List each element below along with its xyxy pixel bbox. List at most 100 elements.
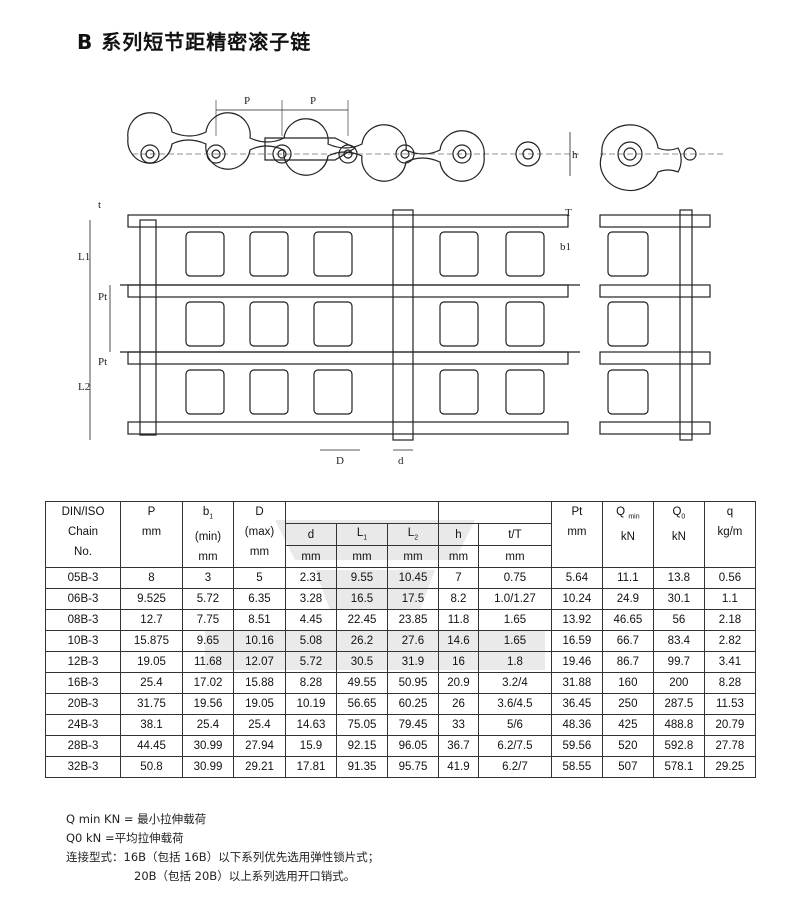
table-cell: 27.94 — [232, 735, 287, 758]
table-cell: 27.6 — [386, 630, 439, 653]
table-cell: 10.19 — [285, 693, 337, 716]
table-cell: 9.65 — [181, 630, 234, 653]
note-qmin: Q min KN = 最小拉伸载荷 — [66, 812, 207, 826]
table-cell: 91.35 — [335, 756, 388, 779]
table-cell: 31.88 — [550, 672, 603, 695]
header-b1: b1 (min)mm — [181, 500, 234, 569]
table-cell: 1.8 — [478, 651, 552, 674]
label-p2: P — [310, 95, 316, 107]
table-cell: 1.0/1.27 — [478, 588, 552, 611]
table-cell: 38.1 — [120, 714, 183, 737]
table-cell: 1.65 — [478, 609, 552, 632]
table-cell: 17.02 — [181, 672, 234, 695]
table-cell: 16 — [437, 651, 480, 674]
table-cell: 59.56 — [550, 735, 603, 758]
table-cell: 520 — [601, 735, 654, 758]
table-cell: 11.68 — [181, 651, 234, 674]
header-h: h — [437, 523, 480, 547]
table-cell: 15.875 — [120, 630, 183, 653]
table-cell: 41.9 — [437, 756, 480, 779]
header-h-unit: mm — [437, 545, 480, 569]
table-cell: 5.08 — [285, 630, 337, 653]
table-cell: 5.72 — [181, 588, 234, 611]
header-blank-1 — [285, 500, 439, 525]
table-cell: 10.16 — [232, 630, 287, 653]
label-pt2: Pt — [98, 356, 107, 368]
table-cell: 5.64 — [550, 567, 603, 590]
table-cell: 16.5 — [335, 588, 388, 611]
table-cell: 95.75 — [386, 756, 439, 779]
table-cell: 25.4 — [120, 672, 183, 695]
table-cell: 46.65 — [601, 609, 654, 632]
label-d: d — [398, 455, 404, 467]
label-t: t — [98, 199, 101, 211]
table-cell: 8 — [120, 567, 183, 590]
table-cell: 5.72 — [285, 651, 337, 674]
table-cell: 11.53 — [703, 693, 757, 716]
table-cell: 25.4 — [232, 714, 287, 737]
header-tT-unit: mm — [478, 545, 552, 569]
notes: Q min KN = 最小拉伸载荷 Q0 kN =平均拉伸载荷 连接型式：16B… — [66, 810, 379, 886]
table-cell: 10.45 — [386, 567, 439, 590]
table-cell: 06B-3 — [44, 588, 122, 611]
table-cell: 19.46 — [550, 651, 603, 674]
table-cell: 12.7 — [120, 609, 183, 632]
table-cell: 56 — [652, 609, 705, 632]
chain-technical-drawing: P P h t T b1 L1 L2 Pt Pt D d — [78, 95, 725, 467]
header-L1: L1 — [335, 523, 388, 547]
table-cell: 31.9 — [386, 651, 439, 674]
table-cell: 592.8 — [652, 735, 705, 758]
note-connection-2: 20B（包括 20B）以上系列选用开口销式。 — [134, 869, 356, 883]
table-cell: 12B-3 — [44, 651, 122, 674]
table-cell: 33 — [437, 714, 480, 737]
table-cell: 20.79 — [703, 714, 757, 737]
table-cell: 14.63 — [285, 714, 337, 737]
table-cell: 75.05 — [335, 714, 388, 737]
table-cell: 16.59 — [550, 630, 603, 653]
table-cell: 17.5 — [386, 588, 439, 611]
table-cell: 60.25 — [386, 693, 439, 716]
table-cell: 5 — [232, 567, 287, 590]
chain-side-view — [127, 100, 580, 182]
table-cell: 24.9 — [601, 588, 654, 611]
label-L2: L2 — [78, 381, 90, 393]
table-cell: 15.9 — [285, 735, 337, 758]
table-cell: 96.05 — [386, 735, 439, 758]
table-cell: 4.45 — [285, 609, 337, 632]
table-cell: 3 — [181, 567, 234, 590]
table-cell: 30.5 — [335, 651, 388, 674]
table-cell: 05B-3 — [44, 567, 122, 590]
label-D: D — [336, 455, 344, 467]
label-T: T — [565, 207, 572, 219]
label-b1: b1 — [560, 241, 571, 253]
table-cell: 8.51 — [232, 609, 287, 632]
table-cell: 2.82 — [703, 630, 757, 653]
table-cell: 9.525 — [120, 588, 183, 611]
table-cell: 11.1 — [601, 567, 654, 590]
label-h: h — [572, 149, 578, 161]
chain-top-view — [89, 209, 580, 451]
table-cell: 13.8 — [652, 567, 705, 590]
table-cell: 2.31 — [285, 567, 337, 590]
table-cell: 250 — [601, 693, 654, 716]
table-cell: 8.28 — [703, 672, 757, 695]
table-cell: 32B-3 — [44, 756, 122, 779]
table-cell: 56.65 — [335, 693, 388, 716]
table-cell: 15.88 — [232, 672, 287, 695]
table-cell: 26.2 — [335, 630, 388, 653]
table-cell: 44.45 — [120, 735, 183, 758]
table-cell: 19.05 — [120, 651, 183, 674]
table-cell: 16B-3 — [44, 672, 122, 695]
table-cell: 200 — [652, 672, 705, 695]
table-cell: 29.25 — [703, 756, 757, 779]
table-cell: 86.7 — [601, 651, 654, 674]
